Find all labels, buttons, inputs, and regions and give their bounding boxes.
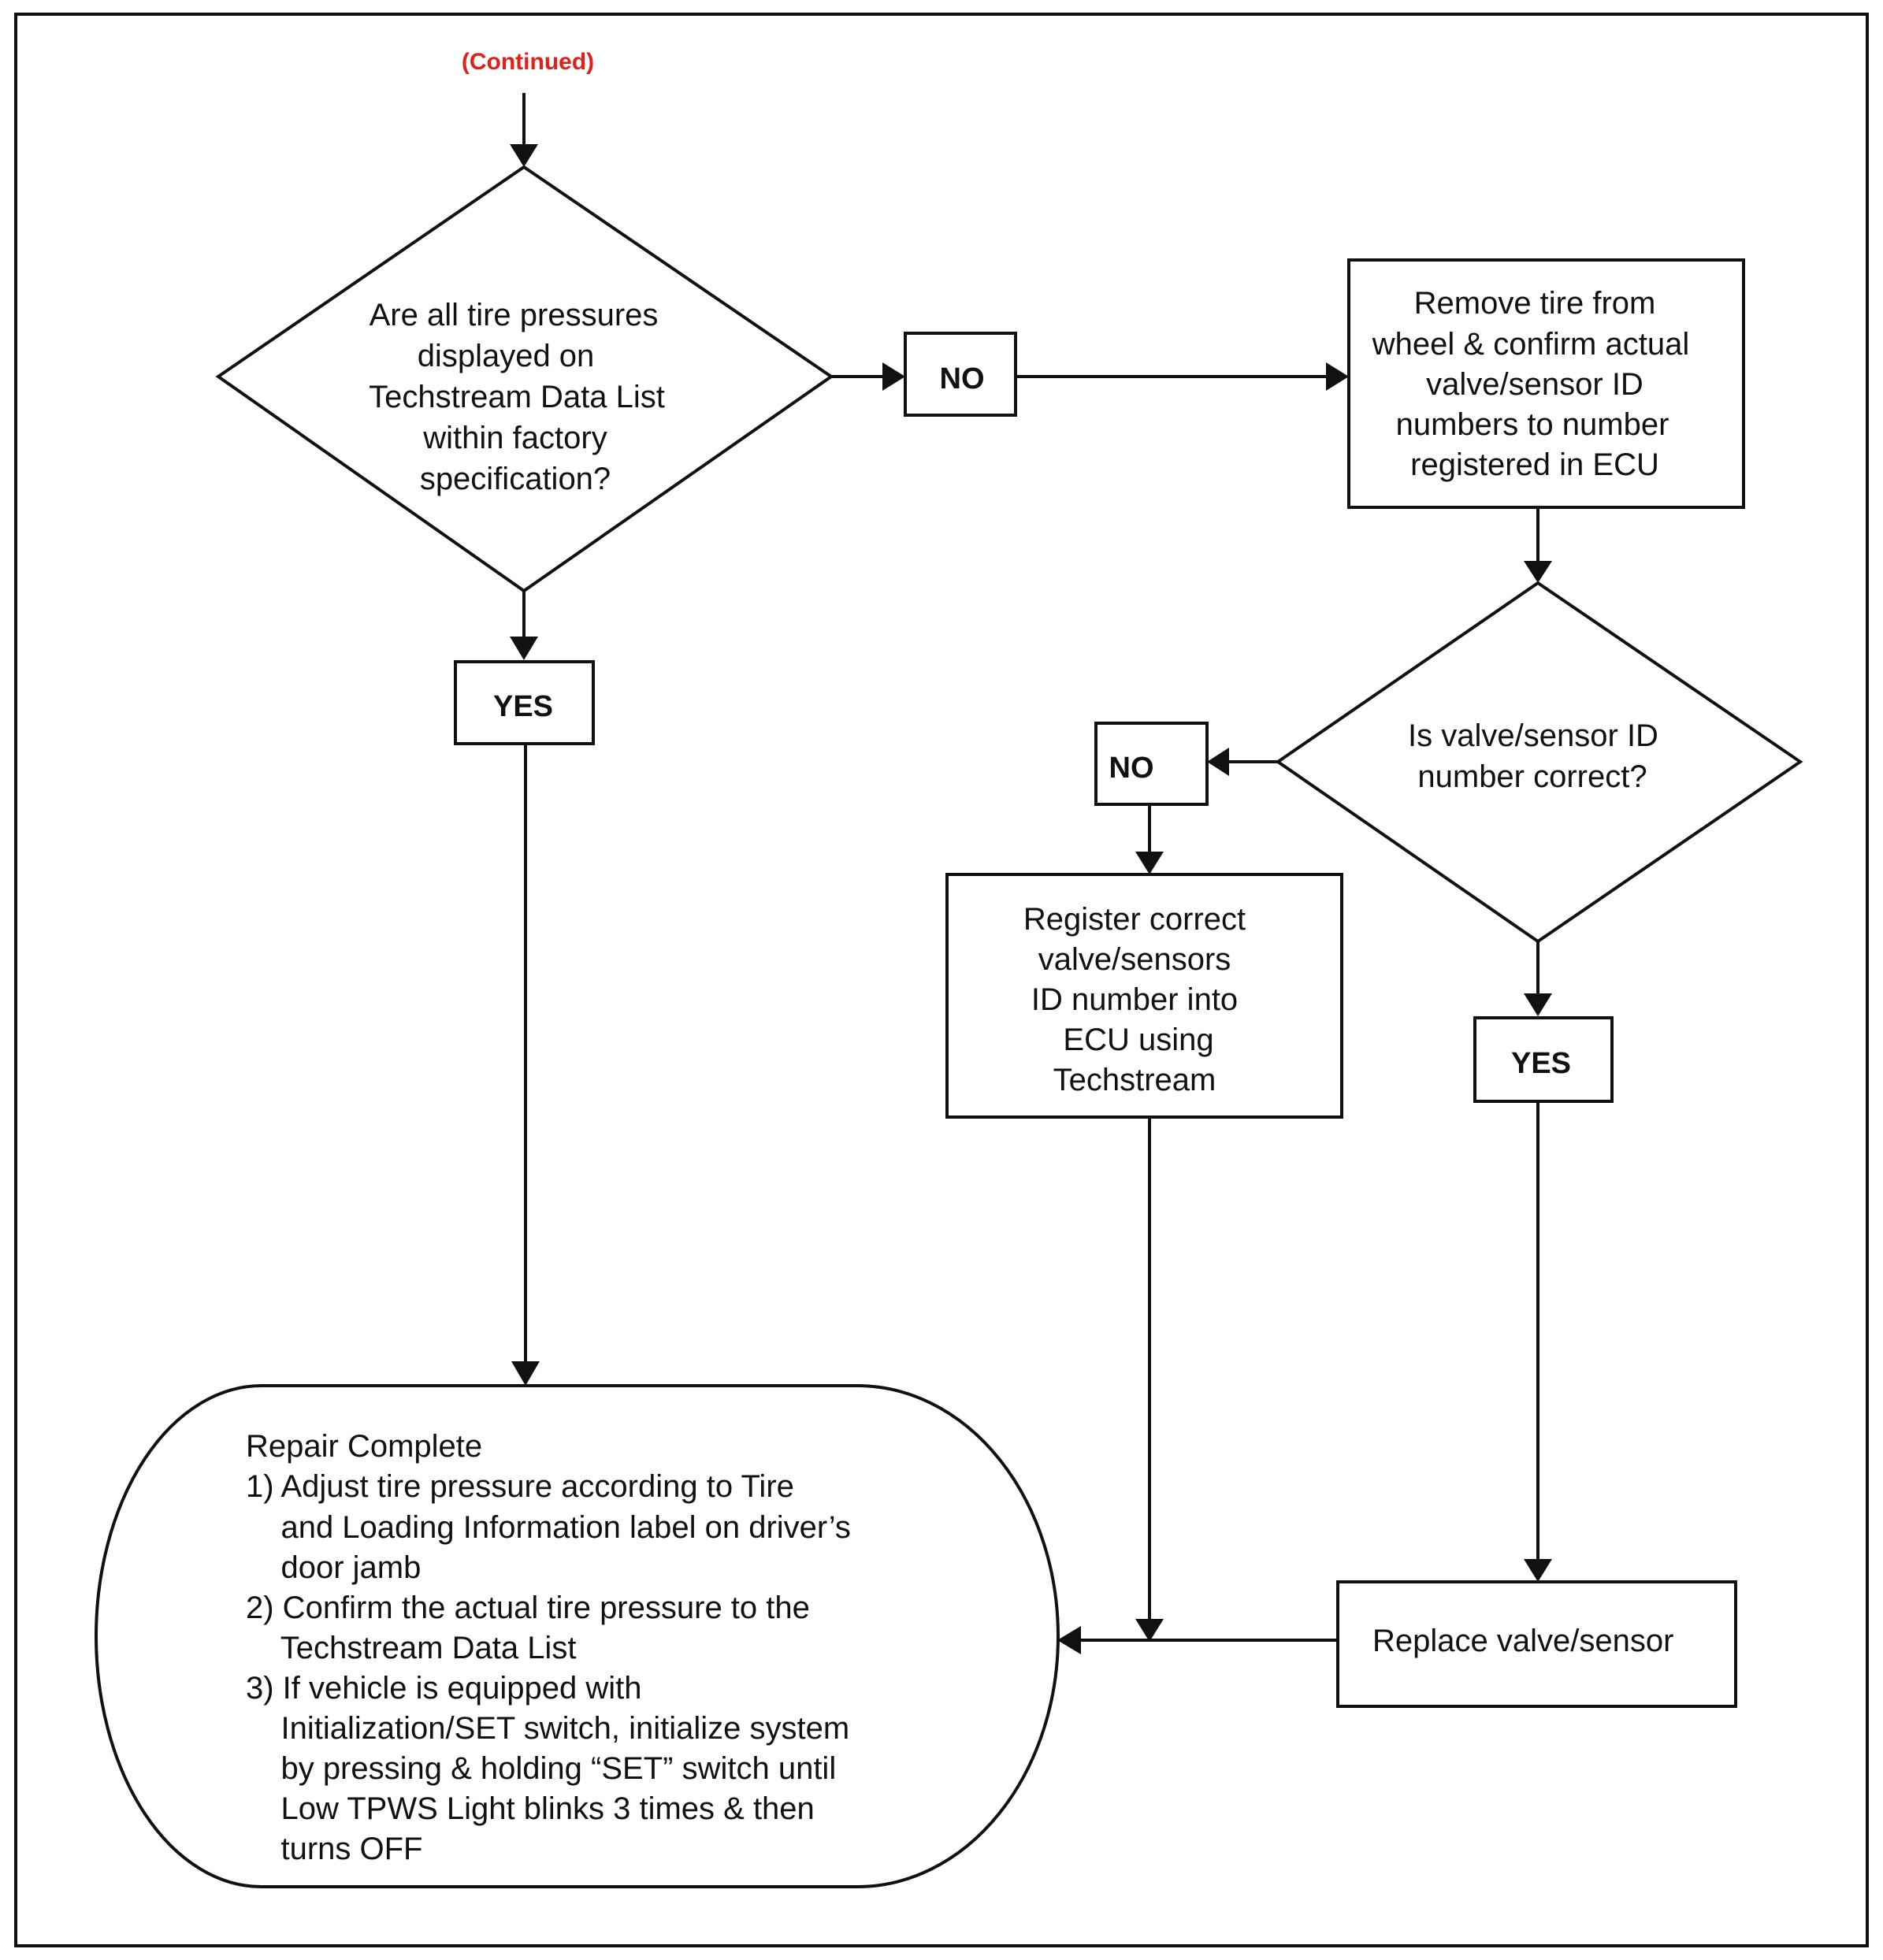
page-frame: [14, 13, 1869, 1947]
process-register-id-line-3: ID number into: [1031, 982, 1238, 1017]
arrowhead-terminal-side: [1057, 1626, 1081, 1654]
decision-tire-pressures-line-4: within factory: [422, 421, 607, 455]
terminal-line-8: Initialization/SET switch, initialize sy…: [246, 1711, 849, 1746]
arrowhead-no2: [1207, 748, 1229, 776]
arrowhead-register: [1135, 852, 1164, 874]
process-remove-tire-line-4: numbers to number: [1396, 407, 1669, 442]
process-replace-sensor-label: Replace valve/sensor: [1372, 1624, 1673, 1658]
terminal-line-10: Low TPWS Light blinks 3 times & then: [246, 1791, 815, 1826]
yes-label-box-1: [454, 660, 595, 745]
no-label-box-1: [904, 332, 1017, 417]
terminal-line-3: and Loading Information label on driver’…: [246, 1510, 851, 1545]
decision-tire-pressures-line-1: Are all tire pressures: [370, 298, 659, 332]
process-remove-tire-line-3: valve/sensor ID: [1426, 367, 1643, 402]
process-register-id: [945, 873, 1343, 1119]
decision-id-correct-line-2: number correct?: [1417, 759, 1647, 794]
process-remove-tire-line-2: wheel & confirm actual: [1372, 327, 1689, 362]
arrowhead-decision2: [1524, 561, 1552, 583]
decision-tire-pressures-line-2: displayed on: [418, 339, 595, 373]
terminal-line-5: 2) Confirm the actual tire pressure to t…: [246, 1591, 810, 1625]
decision-tire-pressures-line-3: Techstream Data List: [369, 380, 665, 414]
terminal-line-1: Repair Complete: [246, 1429, 482, 1464]
continued-label: (Continued): [462, 49, 594, 75]
yes-label-box-2: [1473, 1016, 1614, 1103]
terminal-line-11: turns OFF: [246, 1832, 422, 1866]
no-label-2: NO: [1109, 752, 1154, 785]
decision-diamond-tire-pressures: [215, 165, 834, 593]
process-register-id-line-4: ECU using: [1063, 1023, 1213, 1057]
arrowhead-remove: [1326, 362, 1349, 391]
terminal-line-4: door jamb: [246, 1550, 421, 1585]
no-label-box-2: [1094, 722, 1209, 806]
process-remove-tire: [1347, 258, 1745, 509]
process-register-id-line-1: Register correct: [1023, 902, 1246, 937]
arrowhead-yes2: [1524, 993, 1552, 1016]
process-replace-sensor: [1336, 1580, 1737, 1708]
arrowhead-terminal-top: [511, 1361, 540, 1386]
yes-label-1: YES: [493, 690, 553, 723]
terminal-line-6: Techstream Data List: [246, 1631, 576, 1665]
arrowhead-no1: [882, 362, 905, 391]
no-label-1: NO: [940, 362, 985, 395]
arrowhead-decision1: [510, 144, 538, 167]
process-remove-tire-line-1: Remove tire from: [1414, 286, 1656, 321]
terminal-line-2: 1) Adjust tire pressure according to Tir…: [246, 1469, 794, 1504]
process-register-id-line-5: Techstream: [1053, 1063, 1216, 1097]
terminal-repair-complete: [95, 1384, 1060, 1888]
arrowhead-replace: [1524, 1559, 1552, 1582]
yes-label-2: YES: [1511, 1047, 1571, 1080]
arrowhead-merge: [1135, 1619, 1164, 1642]
decision-tire-pressures-line-5: specification?: [420, 462, 611, 496]
decision-diamond-id-correct: [1275, 581, 1803, 944]
decision-id-correct-line-1: Is valve/sensor ID: [1408, 718, 1658, 753]
process-remove-tire-line-5: registered in ECU: [1410, 447, 1659, 482]
terminal-line-9: by pressing & holding “SET” switch until: [246, 1751, 836, 1786]
terminal-line-7: 3) If vehicle is equipped with: [246, 1671, 642, 1706]
process-register-id-line-2: valve/sensors: [1038, 942, 1231, 977]
arrowhead-yes1: [510, 637, 538, 660]
